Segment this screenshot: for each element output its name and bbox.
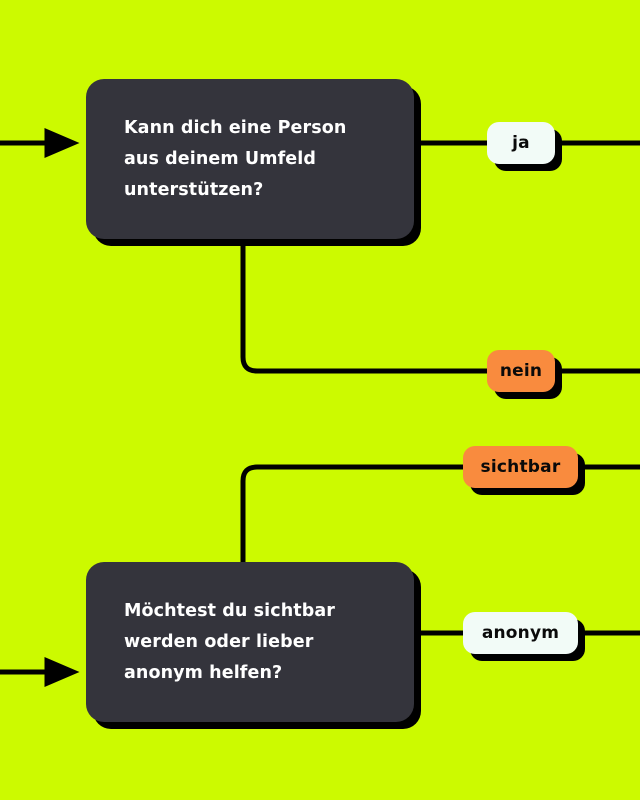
answer-pill-sichtbar-label: sichtbar — [480, 457, 561, 477]
answer-pill-sichtbar[interactable]: sichtbar — [463, 446, 578, 488]
question-box-1[interactable]: Kann dich eine Person aus deinem Umfeld … — [86, 79, 414, 239]
answer-pill-ja[interactable]: ja — [487, 122, 555, 164]
question-box-2-label: Möchtest du sichtbar werden oder lieber … — [124, 600, 336, 683]
line-sichtbar-to-question2 — [240, 464, 465, 562]
answer-pill-nein-label: nein — [499, 361, 543, 381]
question-box-1-label: Kann dich eine Person aus deinem Umfeld … — [124, 117, 347, 200]
answer-pill-nein[interactable]: nein — [487, 350, 555, 392]
line-question1-to-nein — [240, 239, 489, 374]
answer-pill-ja-label: ja — [512, 133, 530, 153]
answer-pill-anonym-label: anonym — [481, 623, 560, 643]
answer-pill-anonym[interactable]: anonym — [463, 612, 578, 654]
question-box-2[interactable]: Möchtest du sichtbar werden oder lieber … — [86, 562, 414, 722]
